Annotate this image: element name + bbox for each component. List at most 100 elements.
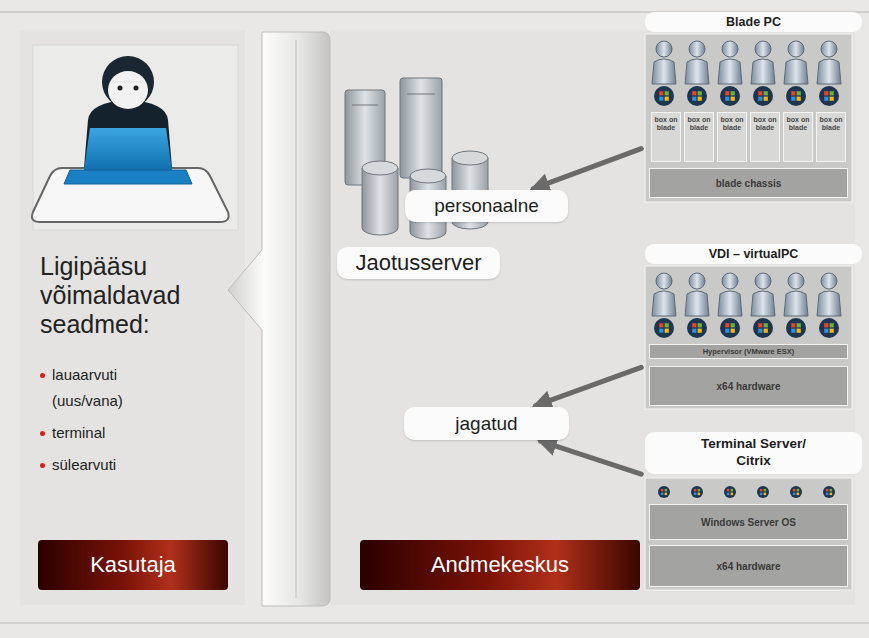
os-logo-pane	[797, 91, 801, 95]
bullet-dot	[40, 463, 45, 468]
figure-body	[685, 291, 709, 316]
os-logo-pane	[731, 493, 734, 496]
os-logo-pane	[764, 493, 767, 496]
node-text: blade chassis	[716, 178, 782, 189]
os-logo-pane	[731, 323, 735, 327]
os-logo-pane	[764, 329, 768, 333]
datacenter-banner: Andmekeskus	[360, 540, 640, 590]
blade-tile: box on blade	[651, 112, 681, 162]
figure-body	[652, 291, 676, 316]
os-logo-pane	[665, 489, 668, 492]
os-logo-pane	[665, 493, 668, 496]
os-logo-pane	[725, 323, 729, 327]
figure-body	[718, 59, 742, 84]
blade-tile: box on blade	[717, 112, 747, 162]
os-logo-pane	[694, 489, 697, 492]
desktop-figures	[652, 41, 841, 498]
stack-heading: Blade PC	[645, 12, 862, 32]
node-text: box on blade	[653, 116, 679, 132]
os-logo-pane	[826, 493, 829, 496]
node-text: personaalne	[434, 195, 539, 217]
os-logo-pane	[830, 489, 833, 492]
user-panel	[20, 30, 245, 605]
os-logo-pane	[731, 489, 734, 492]
os-logo	[691, 486, 703, 498]
stack-heading: Terminal Server/ Citrix	[645, 432, 862, 474]
os-logo	[819, 86, 839, 106]
os-logo-pane	[760, 493, 763, 496]
os-logo-pane	[665, 329, 669, 333]
os-logo-pane	[725, 97, 729, 101]
layer-bar: Hypervisor (VMware ESX)	[649, 344, 848, 359]
os-logo-pane	[659, 329, 663, 333]
os-logo-pane	[797, 323, 801, 327]
os-logo	[786, 86, 806, 106]
os-logo-pane	[727, 489, 730, 492]
node-text: jagatud	[455, 413, 517, 435]
os-logo-pane	[824, 323, 828, 327]
figure-body	[718, 291, 742, 316]
stack-ground	[645, 266, 852, 409]
os-logo-pane	[665, 323, 669, 327]
node-text: x64 hardware	[717, 381, 781, 392]
figure-head	[821, 273, 837, 289]
os-logo	[823, 486, 835, 498]
os-logo-pane	[698, 493, 701, 496]
os-logo-pane	[797, 489, 800, 492]
os-logo-pane	[764, 489, 767, 492]
figure-head	[755, 41, 771, 57]
figure-body	[784, 291, 808, 316]
os-logo-pane	[665, 91, 669, 95]
os-logo-pane	[731, 97, 735, 101]
os-logo-pane	[758, 323, 762, 327]
os-logo-pane	[692, 97, 696, 101]
node-text: Hypervisor (VMware ESX)	[703, 347, 795, 356]
os-logo-pane	[791, 329, 795, 333]
os-logo-pane	[698, 329, 702, 333]
bullet-dot	[40, 373, 45, 378]
os-logo	[687, 318, 707, 338]
os-logo-pane	[725, 329, 729, 333]
figure-head	[689, 41, 705, 57]
os-logo-pane	[793, 493, 796, 496]
figure-head	[656, 41, 672, 57]
bullet-item: sülearvuti	[52, 452, 170, 478]
stack-ground	[645, 34, 852, 202]
os-logo-pane	[791, 97, 795, 101]
bullet-dot	[40, 431, 45, 436]
figure-head	[722, 273, 738, 289]
os-logo-pane	[764, 323, 768, 327]
os-logo	[757, 486, 769, 498]
os-logo	[658, 486, 670, 498]
os-logo	[720, 86, 740, 106]
os-logo	[753, 86, 773, 106]
os-logo-pane	[797, 329, 801, 333]
figure-body	[685, 59, 709, 84]
flow-arrow	[533, 149, 641, 189]
bullet-item: lauaarvuti (uus/vana)	[52, 362, 170, 415]
os-logo-pane	[793, 489, 796, 492]
layer-bar: x64 hardware	[649, 545, 848, 587]
blade-tile: box on blade	[783, 112, 813, 162]
node-text: box on blade	[719, 116, 745, 132]
user-icon	[32, 56, 229, 222]
node-text: box on blade	[752, 116, 778, 132]
stack-box: VDI – virtualPCHypervisor (VMware ESX)x6…	[645, 244, 862, 409]
os-logo	[786, 318, 806, 338]
os-logo-pane	[731, 91, 735, 95]
figure-head	[689, 273, 705, 289]
stack-box: Terminal Server/ CitrixWindows Server OS…	[645, 432, 862, 590]
user-banner: Kasutaja	[38, 540, 228, 590]
os-logo-pane	[830, 329, 834, 333]
blade-tile: box on blade	[684, 112, 714, 162]
figure-head	[788, 41, 804, 57]
os-logo-pane	[797, 493, 800, 496]
os-logo-pane	[659, 323, 663, 327]
figure-body	[784, 59, 808, 84]
figure-body	[751, 59, 775, 84]
node-text: Jaotusserver	[356, 250, 482, 276]
stack-ground	[645, 478, 852, 590]
os-logo-pane	[830, 91, 834, 95]
os-logo-pane	[830, 97, 834, 101]
node-text: Andmekeskus	[431, 552, 569, 578]
